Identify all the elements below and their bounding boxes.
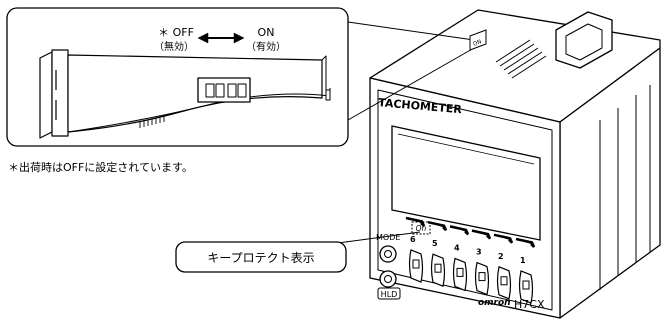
top-vent (495, 39, 547, 79)
factory-default-note: ＊出荷時はOFFに設定されています。 (8, 160, 193, 174)
key-protect-leader (337, 231, 421, 244)
digit-key-bar (449, 225, 470, 236)
digit-key[interactable]: 4 (449, 225, 470, 292)
callout-leader-lines (347, 21, 475, 121)
digit-key[interactable]: 6 (405, 216, 426, 283)
top-latch (555, 11, 613, 69)
lcd-inner-line (397, 133, 535, 165)
off-sub-label: （無効） (154, 40, 194, 53)
dip-switch-location (469, 29, 487, 51)
digit-key-bar (405, 216, 426, 227)
digit-key[interactable]: 1 (515, 237, 536, 304)
digit-key-bar (427, 220, 448, 232)
brand-logo: omron (478, 298, 511, 308)
mode-label: MODE (376, 233, 400, 242)
digit-key[interactable]: 5 (427, 220, 448, 288)
digit-key-bar (471, 229, 492, 240)
lcd-display (391, 125, 541, 241)
off-label: ＊ OFF (158, 26, 194, 39)
digit-key[interactable]: 2 (493, 233, 514, 300)
double-arrow-icon (197, 32, 245, 44)
digit-key-label: 3 (476, 248, 482, 257)
digit-key-bar (493, 233, 514, 244)
side-view-drawing (39, 49, 331, 139)
digit-key-label: 6 (410, 235, 416, 244)
dip-switch-mini: ON (473, 39, 483, 48)
key-protect-indicator-text: On (416, 224, 427, 233)
digit-key-label: 5 (432, 239, 438, 248)
model-label: H7CX (514, 298, 545, 311)
digit-key-label: 2 (498, 252, 504, 261)
key-protect-label: キープロテクト表示 (207, 251, 314, 265)
key-protect-label-box (175, 241, 347, 273)
digit-key-label: 4 (454, 243, 460, 252)
on-sub-label: （有効） (246, 40, 286, 53)
digit-keys: 6 5 4 3 2 1 (405, 216, 536, 304)
hld-label: HLD (381, 290, 398, 299)
digit-key-bar (515, 237, 536, 248)
hld-label-frame (377, 287, 401, 300)
side-ribs (599, 85, 651, 290)
on-label: ON (258, 26, 275, 39)
digit-key[interactable]: 3 (471, 229, 492, 296)
digit-key-label: 1 (520, 256, 526, 265)
